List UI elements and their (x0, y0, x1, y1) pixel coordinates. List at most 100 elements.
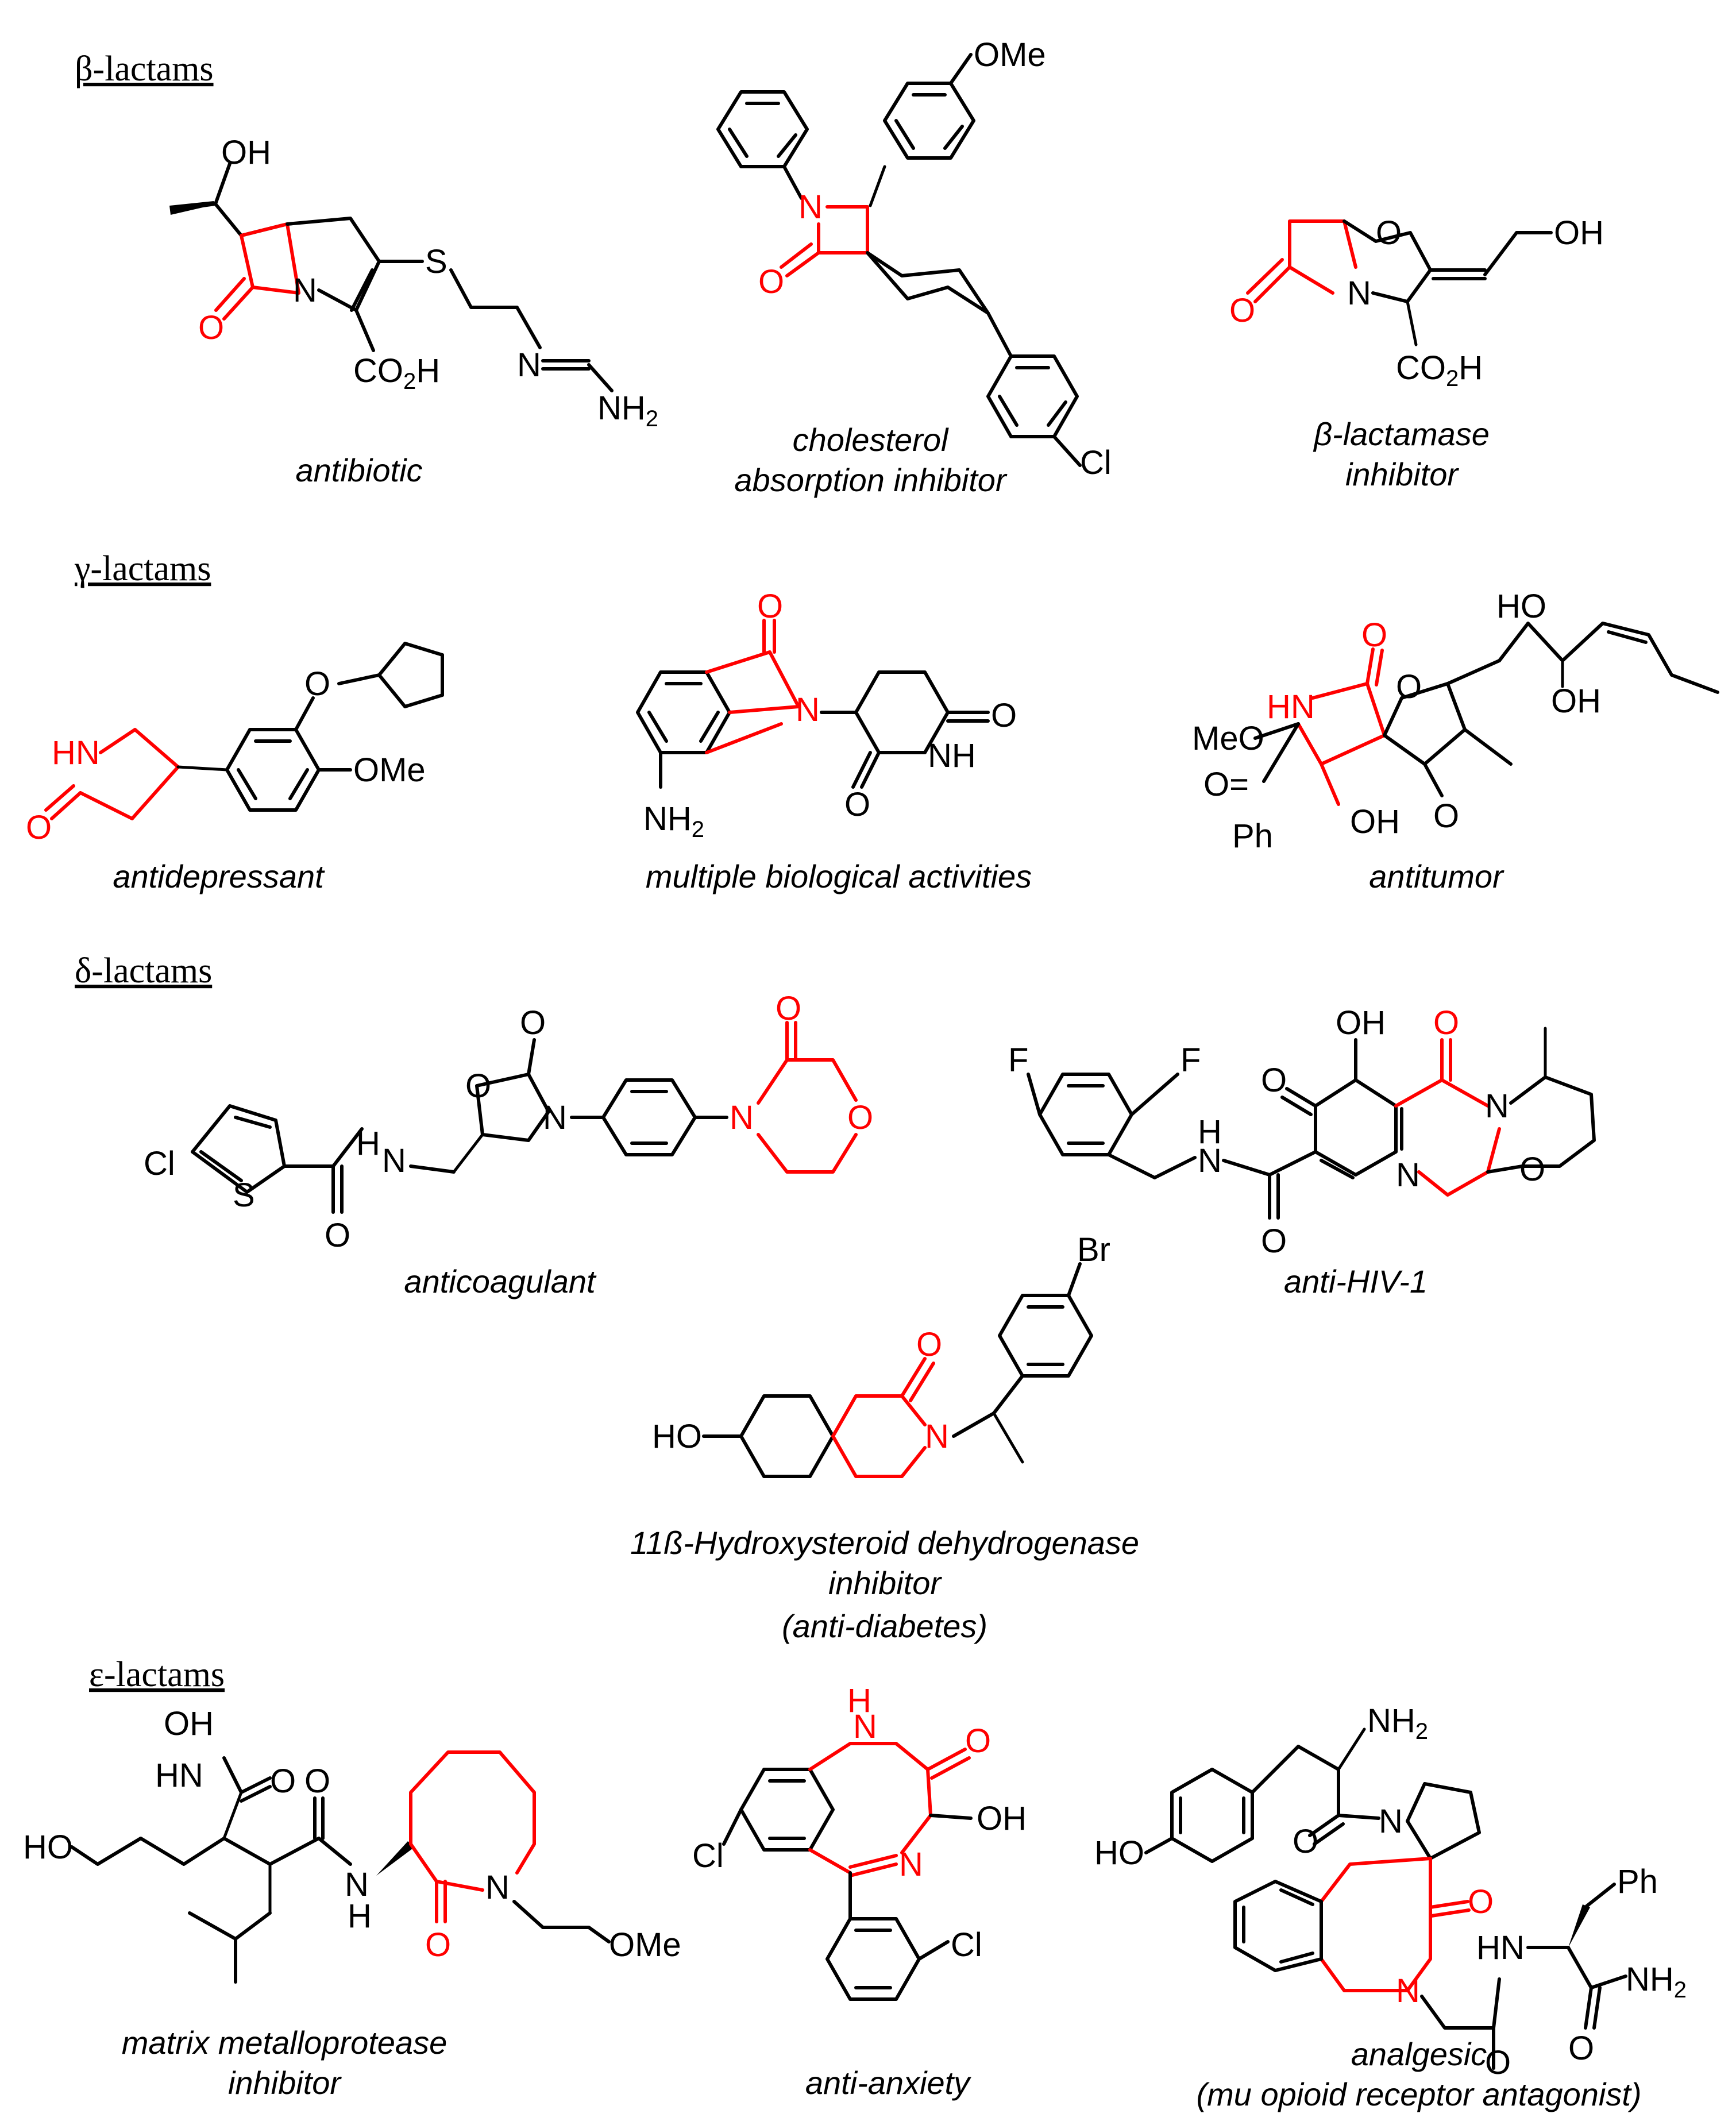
atom-hn: HN (1476, 1929, 1525, 1966)
atom-cl: Cl (692, 1837, 724, 1875)
caption-anticoagulant: anticoagulant (404, 1263, 597, 1299)
atom-o: O (520, 1004, 546, 1042)
atom-br: Br (1077, 1231, 1110, 1268)
caption-mmp-inhibitor: inhibitor (228, 2065, 342, 2101)
atom-n: N (543, 1099, 567, 1136)
atom-co2h: CO2H (353, 352, 440, 394)
atom-o: O (1568, 2030, 1594, 2067)
atom-n: N (1198, 1142, 1222, 1179)
atom-oh: OH (1350, 803, 1400, 840)
caption-matrix-metalloprotease: matrix metalloprotease (122, 2024, 447, 2061)
atom-o: O (1485, 2044, 1511, 2081)
atom-o: O (1229, 292, 1255, 329)
molecule-analgesic: HO NH2 O N O N O HN Ph O (1094, 1702, 1687, 2081)
atom-n: N (796, 691, 820, 728)
atom-oh: OH (164, 1705, 214, 1742)
heading-delta-lactams: δ-lactams (75, 951, 212, 990)
caption-cholesterol: cholesterol (793, 422, 949, 458)
atom-n: N (1396, 1972, 1420, 2010)
atom-o: O (1293, 1823, 1318, 1860)
caption-analgesic: analgesic (1351, 2036, 1487, 2072)
atom-o: O (304, 665, 330, 703)
atom-ome: OMe (974, 36, 1046, 74)
atom-oh: OH (1336, 1004, 1386, 1042)
atom-n: N (798, 188, 823, 226)
atom-s: S (233, 1177, 255, 1214)
molecule-beta-lactamase-inhibitor: N O O OH CO2H (1229, 214, 1604, 391)
caption-11b-hsd: 11ß-Hydroxysteroid dehydrogenase (630, 1525, 1139, 1561)
atom-ho: HO (1496, 588, 1546, 625)
atom-o: O (198, 309, 224, 346)
atom-nh: N (853, 1708, 877, 1745)
caption-11b-hsd-inhibitor: inhibitor (828, 1565, 942, 1601)
atom-h: H (348, 1898, 372, 1935)
atom-nh2: NH2 (597, 389, 658, 431)
atom-o: O (465, 1067, 491, 1105)
atom-o: O (325, 1217, 350, 1254)
atom-o: O (1261, 1062, 1287, 1099)
atom-o: O (1261, 1222, 1287, 1260)
atom-n: N (517, 346, 541, 384)
atom-nh2: NH2 (1626, 1961, 1687, 2003)
caption-anti-anxiety: anti-anxiety (805, 2065, 971, 2101)
caption-antidepressant: antidepressant (113, 858, 325, 894)
atom-o: O (270, 1763, 296, 1800)
atom-o: O (1361, 616, 1387, 654)
atom-o: O (1396, 668, 1422, 705)
atom-o: O (758, 263, 784, 300)
atom-h: H (1198, 1113, 1222, 1151)
caption-anti-hiv-1: anti-HIV-1 (1284, 1263, 1428, 1299)
atom-cl: Cl (144, 1145, 175, 1182)
molecule-cholesterol-absorption-inhibitor: N O OMe Cl (716, 36, 1112, 481)
heading-beta-lactams: β-lactams (75, 49, 214, 88)
atom-o: O (847, 1099, 873, 1136)
atom-o-eq: O= (1203, 766, 1249, 803)
atom-oh: OH (977, 1800, 1027, 1837)
molecule-anti-hiv-1: F F H N O O OH N O N O (1008, 1004, 1596, 1260)
molecule-anticoagulant: Cl S O H N O O N N O O (144, 990, 873, 1254)
atom-s: S (425, 243, 447, 280)
atom-n: N (382, 1142, 406, 1179)
molecule-multiple-biological-activities: O N NH2 O NH O (636, 588, 1017, 842)
atom-ho: HO (652, 1418, 702, 1455)
molecule-mmp-inhibitor: HO HN OH O O N H O N OMe (23, 1705, 681, 1984)
molecule-antitumor: HN O O O HO OH OH MeO O= Ph (1192, 588, 1719, 855)
caption-anti-diabetes: (anti-diabetes) (782, 1608, 987, 1644)
atom-n: N (1347, 275, 1371, 312)
atom-n: N (925, 1418, 949, 1455)
atom-o: O (991, 697, 1017, 734)
atom-n: N (1485, 1087, 1509, 1125)
atom-o: O (26, 809, 52, 846)
atom-ome: OMe (609, 1926, 681, 1964)
atom-ho: HO (23, 1829, 73, 1866)
atom-hn: HN (155, 1757, 203, 1794)
atom-n: N (1379, 1803, 1403, 1840)
atom-f: F (1181, 1042, 1201, 1079)
heading-epsilon-lactams: ε-lactams (89, 1655, 225, 1694)
atom-o: O (757, 588, 783, 625)
atom-h: H (356, 1125, 380, 1162)
caption-beta-lactamase-inhibitor: inhibitor (1345, 456, 1459, 492)
atom-ph: Ph (1232, 817, 1273, 855)
atom-oh: OH (221, 134, 271, 171)
atom-f: F (1008, 1042, 1028, 1079)
caption-antibiotic: antibiotic (295, 452, 422, 488)
atom-n: N (1396, 1156, 1420, 1194)
atom-oh: OH (1551, 682, 1601, 720)
atom-o: O (1433, 797, 1459, 835)
molecule-anti-anxiety: Cl N H O OH N Cl (692, 1682, 1027, 2001)
atom-hn: HN (52, 734, 100, 772)
atom-nh: NH (928, 737, 976, 774)
atom-o: O (425, 1926, 451, 1964)
atom-o: O (844, 786, 870, 823)
atom-ome: OMe (353, 751, 426, 789)
atom-o: O (916, 1326, 942, 1363)
atom-oh: OH (1554, 214, 1604, 252)
atom-ho: HO (1094, 1834, 1144, 1872)
caption-beta-lactamase: β-lactamase (1313, 416, 1490, 452)
atom-n: N (293, 272, 317, 309)
molecule-antibiotic: OH O N CO2H S N NH2 (169, 134, 658, 431)
atom-o: O (1468, 1883, 1494, 1920)
atom-n: N (899, 1846, 923, 1883)
